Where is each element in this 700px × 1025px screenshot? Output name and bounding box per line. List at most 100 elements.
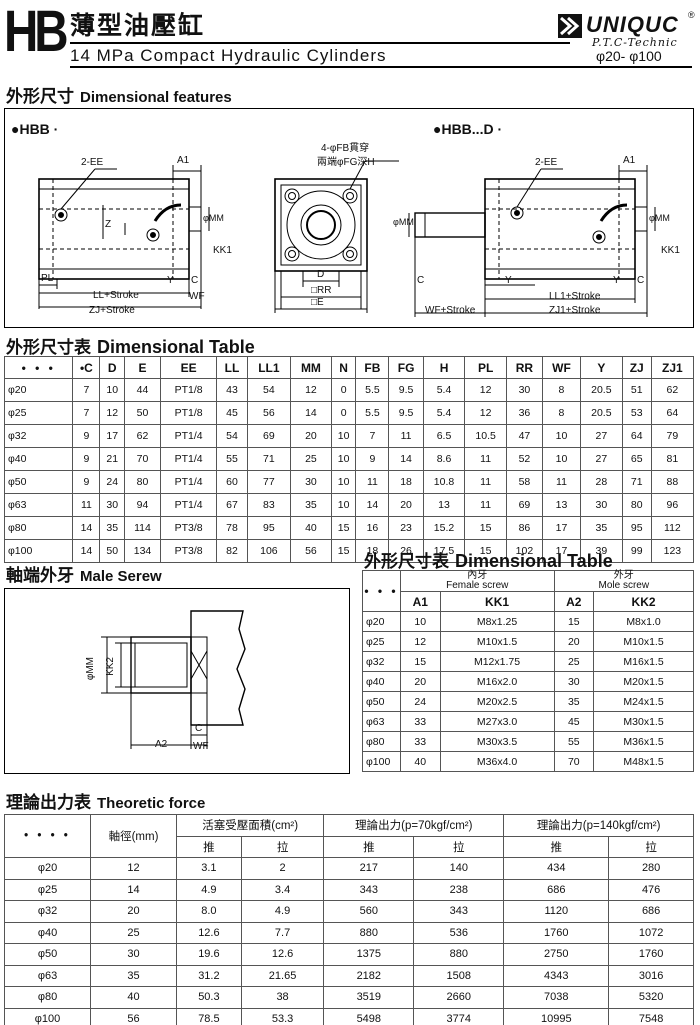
table-cell: 9: [72, 424, 101, 448]
table-cell: 56: [290, 539, 332, 563]
table-cell: 4.9: [176, 878, 242, 901]
hbb-label: ●HBB ·: [11, 121, 59, 137]
table-cell: 10: [330, 424, 357, 448]
table-cell: 21.65: [240, 964, 325, 987]
table-cell: 19.6: [176, 943, 242, 966]
table-cell: 343: [413, 900, 505, 923]
table-cell: 30: [580, 493, 623, 517]
table-cell: M10x1.5: [439, 631, 555, 652]
table-cell: 31.2: [176, 964, 242, 987]
table-cell: 10995: [503, 1007, 610, 1025]
table-cell: 686: [503, 878, 610, 901]
mm-label-screw: φMM: [85, 657, 96, 681]
table-cell: 12: [290, 378, 332, 402]
table-cell: 64: [650, 401, 695, 425]
table-cell: 1072: [608, 921, 694, 944]
table-cell: M30x1.5: [593, 711, 694, 732]
table-cell: 62: [124, 424, 161, 448]
table-cell: 13: [541, 493, 582, 517]
table-cell: 45: [216, 401, 248, 425]
c-label-screw: C: [195, 723, 203, 734]
dim-header-cell: LL1: [246, 356, 292, 379]
table-cell: 5498: [323, 1007, 415, 1025]
table-cell: 15: [464, 516, 507, 540]
table-cell: 64: [621, 424, 652, 448]
table-cell: 10.5: [464, 424, 507, 448]
table-cell: PT3/8: [159, 516, 218, 540]
hbbd-label: ●HBB...D ·: [433, 121, 503, 137]
table-cell: 11: [464, 493, 507, 517]
table-cell: 40: [290, 516, 332, 540]
table-cell: 10: [99, 378, 126, 402]
mm-label-d2: φMM: [649, 213, 670, 223]
table-cell: M16x1.5: [593, 651, 694, 672]
table-cell: 106: [246, 539, 292, 563]
table-cell: 114: [124, 516, 161, 540]
brand-logo-icon: [558, 14, 582, 38]
screw-header-cell: A1: [400, 591, 441, 612]
zj1-stroke-label: ZJ1+Stroke: [549, 305, 601, 316]
table-cell: 11: [355, 470, 390, 494]
table-cell: 95: [246, 516, 292, 540]
ee-label-d: 2-EE: [535, 157, 558, 168]
force-table-corner: • • • •: [4, 814, 91, 858]
c-label: C: [191, 275, 199, 286]
table-cell: 9: [355, 447, 390, 471]
table-cell: 83: [246, 493, 292, 517]
z-label: Z: [105, 219, 112, 230]
table-cell: 3.4: [240, 878, 325, 901]
table-cell: 20: [290, 424, 332, 448]
table-cell: 81: [650, 447, 695, 471]
rod-diameter-header: 軸徑(mm): [90, 814, 177, 858]
table-cell: 20: [553, 631, 595, 652]
table-cell: 4.9: [240, 900, 325, 923]
title-rule-bottom: [70, 66, 692, 68]
table-cell: 70: [553, 751, 595, 772]
e-label: □E: [311, 297, 324, 308]
table-cell: 96: [650, 493, 695, 517]
table-cell: 123: [650, 539, 695, 563]
table-cell: M36x1.5: [593, 731, 694, 752]
table-cell: 536: [413, 921, 505, 944]
table-cell: 11: [464, 447, 507, 471]
table-cell: 25: [290, 447, 332, 471]
table-cell: 15: [330, 516, 357, 540]
table-cell: 2660: [413, 986, 505, 1009]
male-screw-panel: φMM KK2 C A2 WF: [4, 588, 350, 774]
table-cell: 7: [72, 401, 101, 425]
table-cell: φ80: [3, 516, 74, 540]
table-cell: 3774: [413, 1007, 505, 1025]
dim-header-cell: E: [124, 356, 161, 379]
table-cell: φ32: [4, 900, 91, 923]
male-screw-drawing: [101, 610, 246, 749]
table-cell: 14: [355, 493, 390, 517]
table-cell: M27x3.0: [439, 711, 555, 732]
a2-label: A2: [155, 739, 168, 750]
table-cell: φ40: [4, 921, 91, 944]
table-cell: PT1/4: [159, 470, 218, 494]
table-cell: 9.5: [388, 401, 424, 425]
table-cell: 50: [124, 401, 161, 425]
male-screw-header: 外牙 Mole screw: [553, 570, 695, 592]
screw-header-cell: A2: [553, 591, 595, 612]
table-cell: 10: [400, 611, 441, 632]
table-cell: 5.5: [355, 378, 390, 402]
c-label-d2: C: [637, 275, 645, 286]
table-cell: 15: [400, 651, 441, 672]
table-cell: PT1/8: [159, 378, 218, 402]
table-cell: 35: [580, 516, 623, 540]
